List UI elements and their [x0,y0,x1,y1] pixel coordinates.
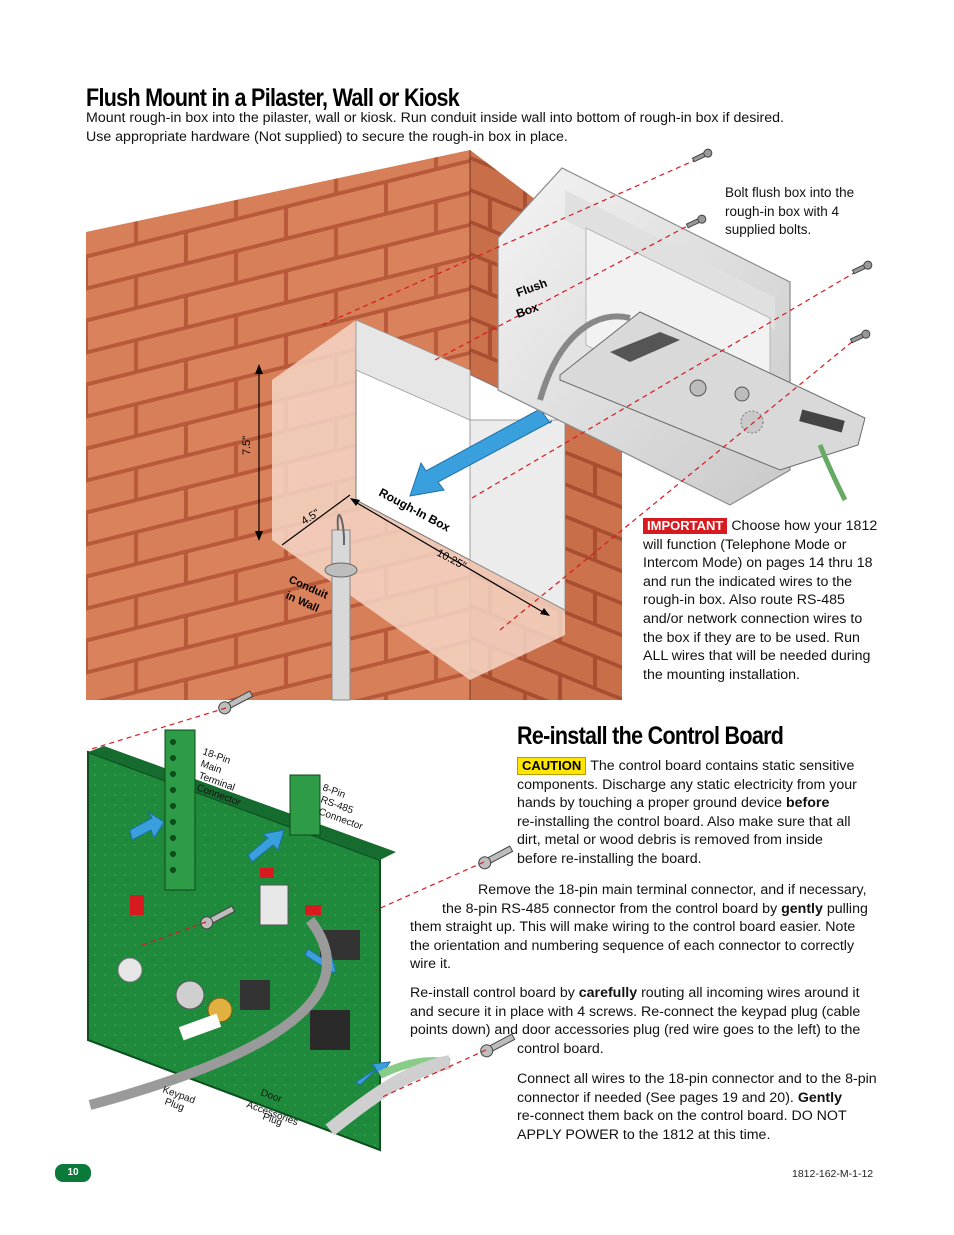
important-line: will function (Telephone Mode or [643,536,847,553]
para4-line: connector if needed (See pages 19 and 20… [517,1089,798,1106]
caution-emphasis: before [785,795,830,812]
caution-line: hands by touching a proper ground device [517,795,786,812]
intro-line-1: Mount rough-in box into the pilaster, wa… [86,110,784,126]
control-board-illustration: 18-Pin Main Terminal Connector 8-Pin RS-… [87,690,516,1152]
flush-mount-illustration: Flush Box Rough-In Box Conduit in Wall 7… [86,148,873,701]
caution-tag: CAUTION [517,757,587,775]
para2-emphasis: gently [781,900,823,917]
para3-line: routing all incoming wires around it [637,985,860,1001]
reinstall-paragraph: Re-install control board by carefully ro… [410,984,890,1058]
flush-mount-intro: Mount rough-in box into the pilaster, wa… [86,109,846,146]
para3-line: Re-install control board by [410,985,579,1001]
bolt-note-line: Bolt flush box into the [725,185,855,200]
important-line: the box if they are to be used. Run [643,629,860,646]
para2-line: the 8-pin RS-485 connector from the cont… [442,900,782,917]
bolt-note-line: supplied bolts. [725,222,812,238]
caution-line: re-installing the control board. Also ma… [517,813,851,830]
keypad-cable [88,916,332,1110]
board-screws [200,690,516,1058]
document-number: 1812-162-M-1-12 [792,1168,874,1180]
important-line: the mounting installation. [643,666,800,683]
important-tag: IMPORTANT [643,518,728,534]
alignment-lines [321,157,860,631]
para2-line: them straight up. This will make wiring … [410,919,856,936]
page-number-badge: 10 [55,1164,91,1182]
bolt-note-line: rough-in box with 4 [725,203,840,219]
intro-line-2: Use appropriate hardware (Not supplied) … [86,128,568,145]
para2-line: pulling [822,900,868,917]
para4-line: APPLY POWER to the 1812 at this time. [517,1126,771,1143]
bolt-note: Bolt flush box into the rough-in box wit… [725,184,885,240]
conduit [331,529,351,701]
bolts [685,148,873,344]
para3-emphasis: carefully [578,985,638,1001]
para4-emphasis: Gently [797,1089,842,1106]
important-line: and/or network connection wires to [643,610,863,627]
para3-line: and secure it in place with 4 screws. Re… [410,1003,861,1020]
caution-line: before re-installing the board. [517,850,702,867]
important-line: Choose how your 1812 [731,518,878,534]
para2-line: the orientation and numbering sequence o… [410,937,855,954]
screw-alignment-lines [87,707,487,1099]
insert-arrow [409,408,553,497]
important-line: ALL wires that will be needed during [643,648,871,665]
caution-line: The control board contains static sensit… [590,758,855,774]
rs485-connector [289,774,321,836]
main-terminal-connector [164,729,196,891]
para3-line: control board. [517,1040,604,1057]
remove-connectors-paragraph: Remove the 18-pin main terminal connecto… [410,881,890,974]
control-board-title: Re-install the Control Board [517,722,784,750]
para2-line: wire it. [410,956,451,973]
caution-line: components. Discharge any static electri… [517,776,857,793]
caution-line: dirt, metal or wood debris is removed fr… [517,832,823,849]
dim-height-label: 7.5" [241,436,253,455]
circuit-board [87,750,381,1152]
connect-wires-paragraph: Connect all wires to the 18-pin connecto… [517,1070,897,1144]
para3-line: points down) and door accessories plug (… [410,1022,861,1039]
important-line: rough-in box. Also route RS-485 [643,592,845,609]
para4-line: re-connect them back on the control boar… [517,1108,847,1125]
door-accessories-cable [325,1055,452,1136]
para4-line: Connect all wires to the 18-pin connecto… [517,1071,877,1087]
flush-mount-title: Flush Mount in a Pilaster, Wall or Kiosk [86,84,460,112]
important-line: and run the indicated wires to the [643,573,853,590]
para2-line: Remove the 18-pin main terminal connecto… [478,882,867,898]
important-line: Intercom Mode) on pages 14 thru 18 [643,555,873,572]
